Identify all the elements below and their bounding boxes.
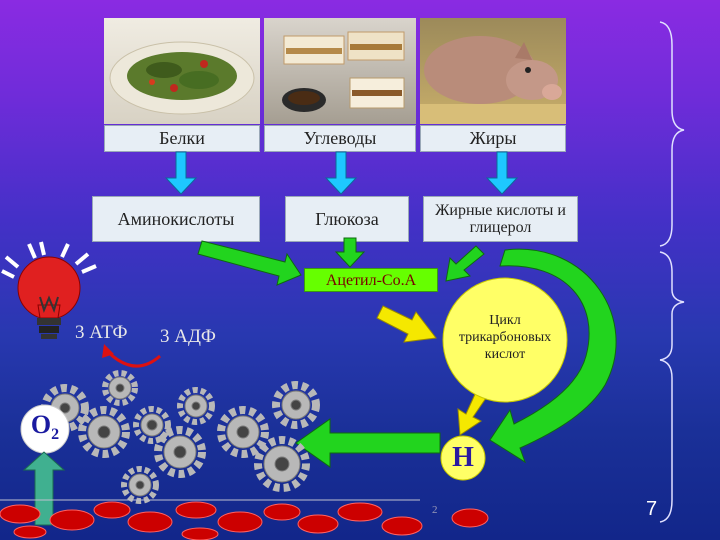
arrow-cycle-to-hydrogen xyxy=(457,391,487,436)
arrow-fats-to-fatty-acids xyxy=(485,151,519,195)
photo-pig xyxy=(420,18,566,124)
oxygen-subscript: 2 xyxy=(51,426,60,444)
arrow-hydrogen-to-gears xyxy=(295,418,441,468)
food-label-fats: Жиры xyxy=(420,125,566,152)
photo-meat-dish xyxy=(104,18,260,124)
hydrogen-circle xyxy=(440,435,486,481)
arrow-amino-to-acetyl xyxy=(197,240,302,286)
arrow-acetyl-to-cycle xyxy=(376,305,437,343)
arrow-glucose-to-acetyl xyxy=(334,237,366,268)
pastry-image xyxy=(282,31,405,112)
brace-lines xyxy=(659,21,685,523)
gears-icon xyxy=(41,370,320,504)
citric-acid-cycle-label: Цикл трикарбоновых кислот xyxy=(458,313,552,362)
light-rays-icon xyxy=(1,241,97,279)
food-label-carbohydrates: Углеводы xyxy=(264,125,416,152)
arrow-proteins-to-amino xyxy=(164,151,198,195)
meat-dish-image xyxy=(109,41,255,115)
hydrogen-label: Н xyxy=(452,442,474,473)
adp-to-atp-arrow xyxy=(106,350,161,368)
acetyl-coa-box: Ацетил-Co.A xyxy=(304,268,438,292)
curved-arrow-cycle-to-hydrogen xyxy=(489,248,617,464)
adp-label: 3 АДФ xyxy=(160,326,216,347)
product-fatty-acids-glycerol: Жирные кислоты и глицерол xyxy=(423,196,578,242)
product-glucose: Глюкоза xyxy=(285,196,409,242)
photo-pastry xyxy=(264,18,416,124)
small-mark: 2 xyxy=(432,504,438,516)
light-bulb-icon xyxy=(17,256,81,339)
pig-image xyxy=(420,36,566,124)
blood-cells xyxy=(0,501,489,540)
atp-label: 3 АТФ xyxy=(75,322,128,343)
oxygen-label: O2 xyxy=(22,410,68,444)
arrow-carbs-to-glucose xyxy=(324,151,358,195)
food-label-proteins: Белки xyxy=(104,125,260,152)
citric-acid-cycle-circle xyxy=(442,277,568,403)
slide-number: 7 xyxy=(646,498,658,520)
arrow-fatty-to-acetyl xyxy=(445,245,485,282)
oxygen-symbol: O xyxy=(30,410,52,439)
product-amino-acids: Аминокислоты xyxy=(92,196,260,242)
